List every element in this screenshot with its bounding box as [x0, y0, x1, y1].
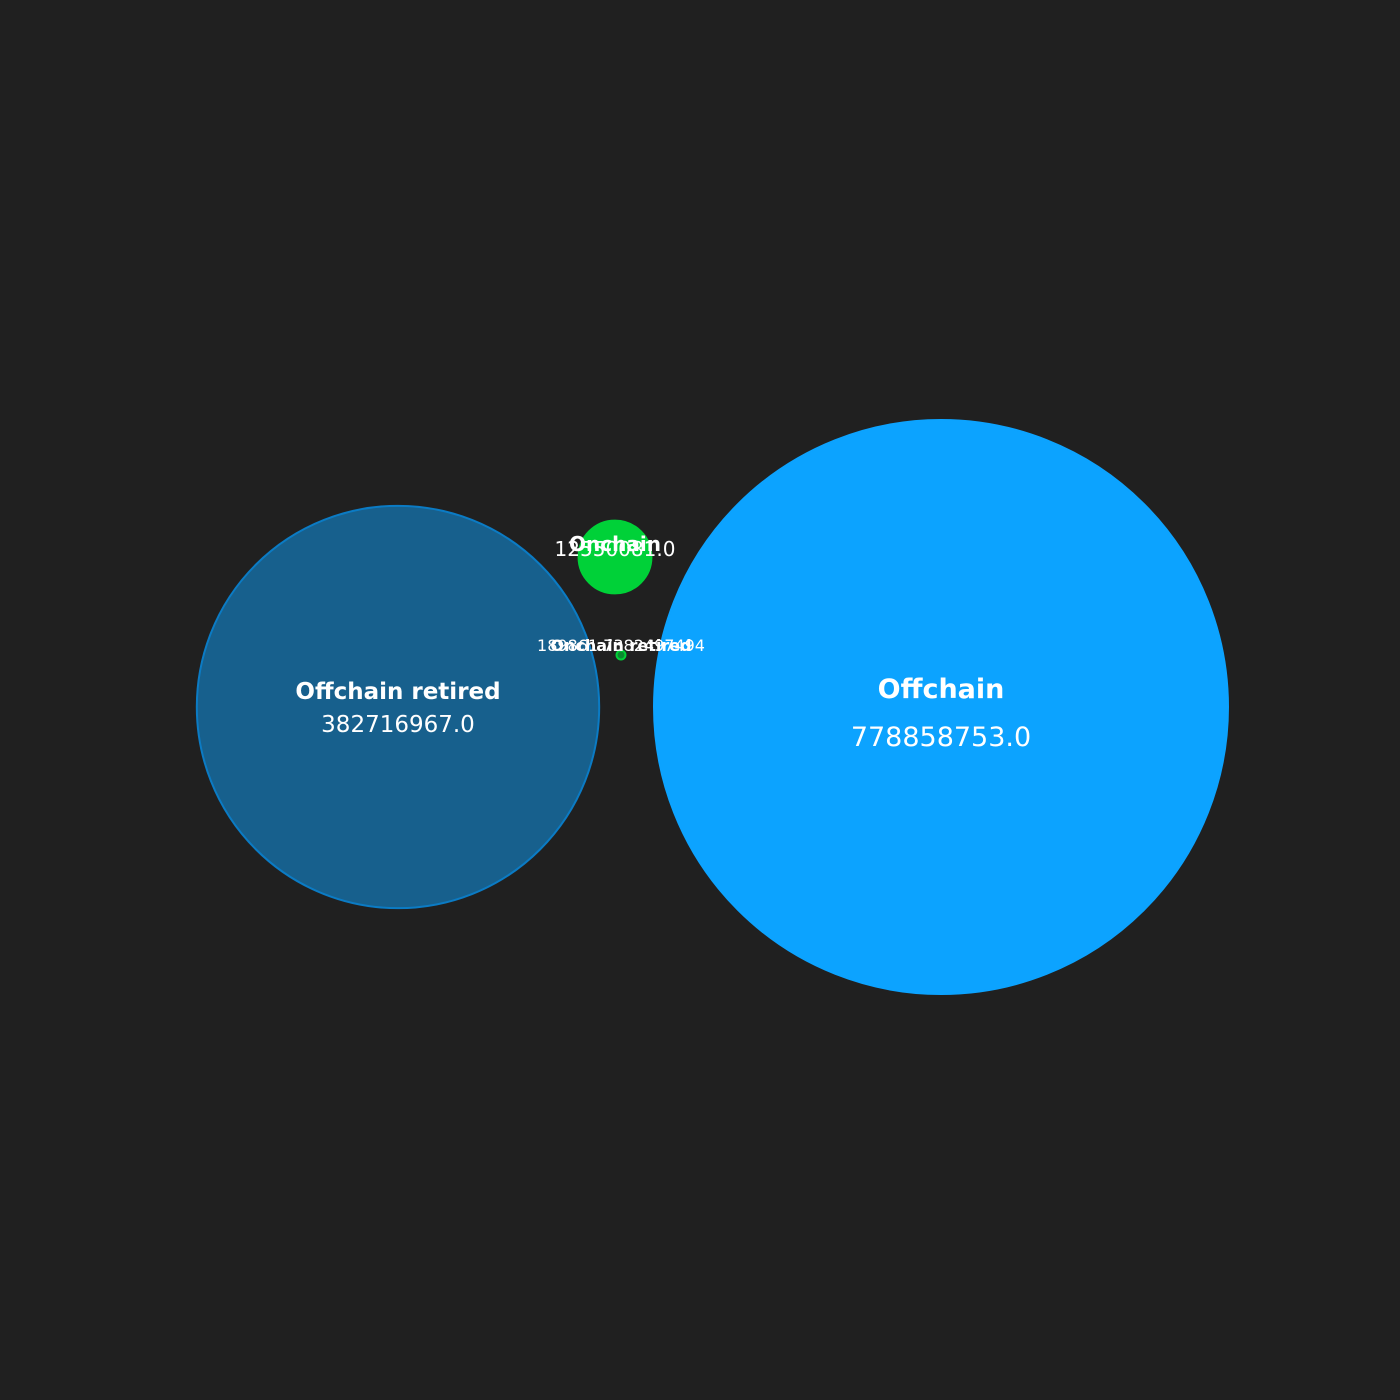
bubble-value-offchain: 778858753.0	[851, 722, 1031, 753]
bubble-offchain	[653, 419, 1229, 995]
bubble-value-onchain-retired: 189861.7382497494	[537, 636, 705, 655]
bubble-offchain-retired	[195, 504, 601, 910]
bubble-label-onchain-retired: Onchain retired	[550, 636, 691, 655]
bubble-label-offchain: Offchain	[878, 674, 1005, 705]
bubble-onchain-retired	[615, 649, 627, 661]
bubble-label-onchain: Onchain	[569, 532, 661, 556]
bubble-value-onchain: 12550081.0	[555, 537, 676, 561]
bubble-onchain	[577, 519, 653, 595]
bubble-label-offchain-retired: Offchain retired	[295, 679, 500, 705]
bubble-value-offchain-retired: 382716967.0	[321, 712, 475, 738]
